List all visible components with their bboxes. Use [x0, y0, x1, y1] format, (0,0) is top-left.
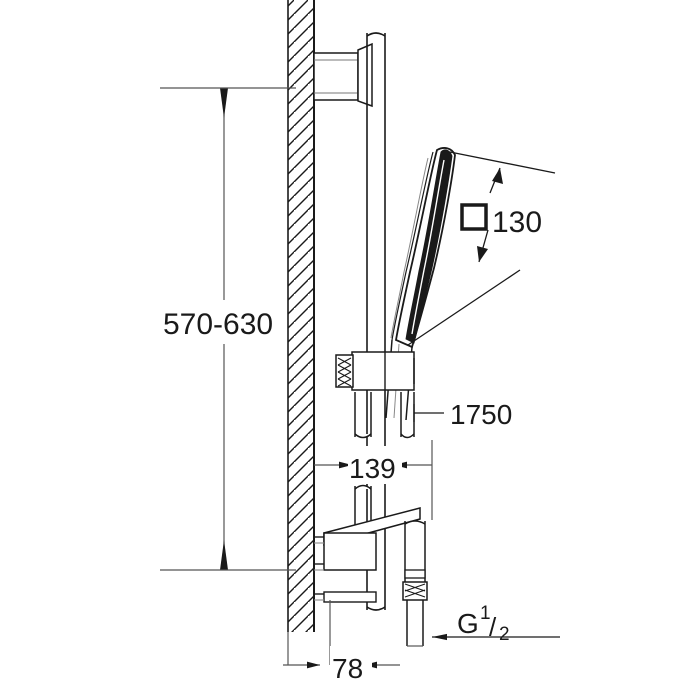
- dimension-hose-length: 1750: [413, 399, 512, 430]
- dimension-label-projection-upper: 139: [349, 453, 396, 484]
- lower-wall-bracket: [314, 507, 421, 603]
- upper-wall-bracket: [313, 42, 373, 108]
- wall-section: [287, 0, 315, 632]
- dimension-label-rail-height: 570-630: [163, 308, 273, 341]
- dimension-label-hose-length: 1750: [450, 399, 512, 430]
- square-symbol-icon: [460, 203, 488, 231]
- vertical-shower-rail: [366, 32, 386, 611]
- shower-hose: [354, 392, 415, 560]
- dimension-label-projection-lower: 78: [332, 653, 363, 684]
- dimension-thread: G 1 / 2: [432, 603, 560, 645]
- dimension-label-thread-denominator: 2: [499, 624, 510, 645]
- dimension-label-thread-numerator: 1: [480, 603, 491, 624]
- dimension-label-shower-head: 130: [492, 206, 542, 239]
- knurled-hose-connector: [402, 520, 428, 646]
- dimension-rail-height: 570-630: [160, 87, 296, 571]
- dimension-projection-lower: 78: [283, 600, 400, 684]
- dimension-slash-icon: /: [489, 612, 497, 642]
- dimension-label-thread-g: G: [457, 608, 479, 639]
- dimension-projection-upper: 139: [314, 440, 433, 520]
- sliding-hand-shower-holder: [335, 351, 415, 391]
- dimension-shower-head: 130: [407, 151, 556, 346]
